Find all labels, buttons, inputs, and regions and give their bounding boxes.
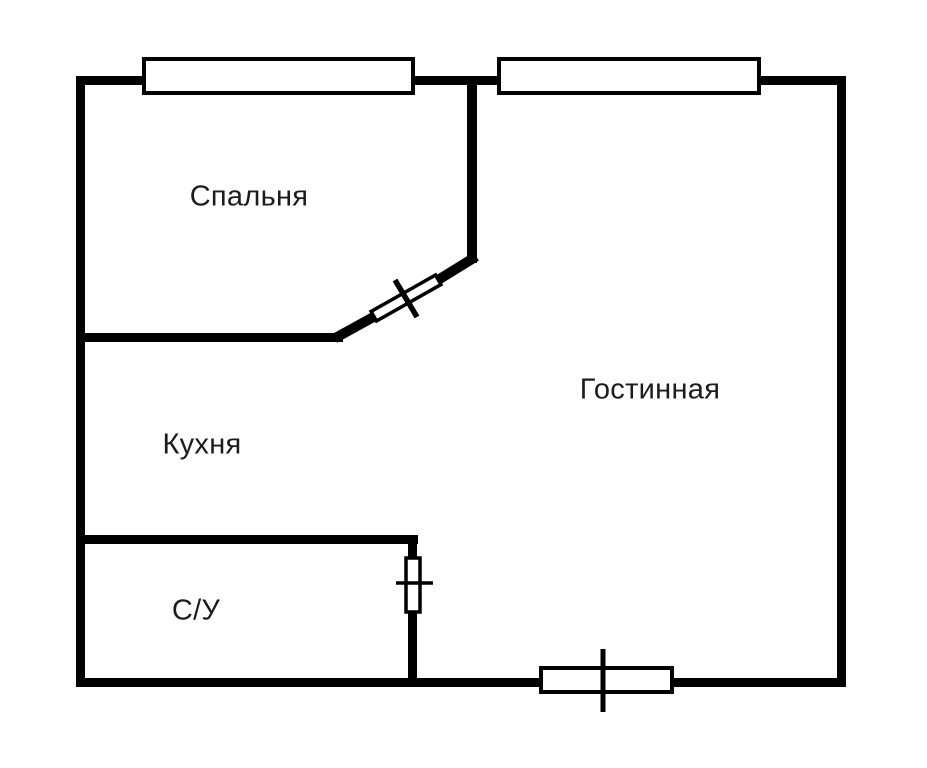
room-label-kitchen: Кухня [162,428,242,461]
bedroom-right-wall [467,80,477,263]
outer-wall-top [76,76,846,85]
bathroom-right-wall-upper [408,538,417,561]
room-label-living-room: Гостинная [579,373,721,406]
outer-wall-right [837,76,846,687]
bottom-entrance-window [539,666,674,694]
bedroom-diagonal-wall-lower [332,308,384,343]
room-label-bedroom: Спальня [189,180,309,213]
bedroom-door-cross [392,278,420,319]
outer-wall-bottom [76,678,846,687]
living-room-window [497,57,761,95]
room-label-bathroom: С/У [171,594,221,627]
bathroom-right-wall-lower [408,610,417,683]
outer-wall-left [76,76,85,687]
kitchen-bedroom-wall [76,333,343,342]
bathroom-door [404,556,422,614]
bedroom-diagonal-wall-upper [431,252,479,287]
bathroom-top-wall [76,535,418,544]
bedroom-window [142,57,415,95]
